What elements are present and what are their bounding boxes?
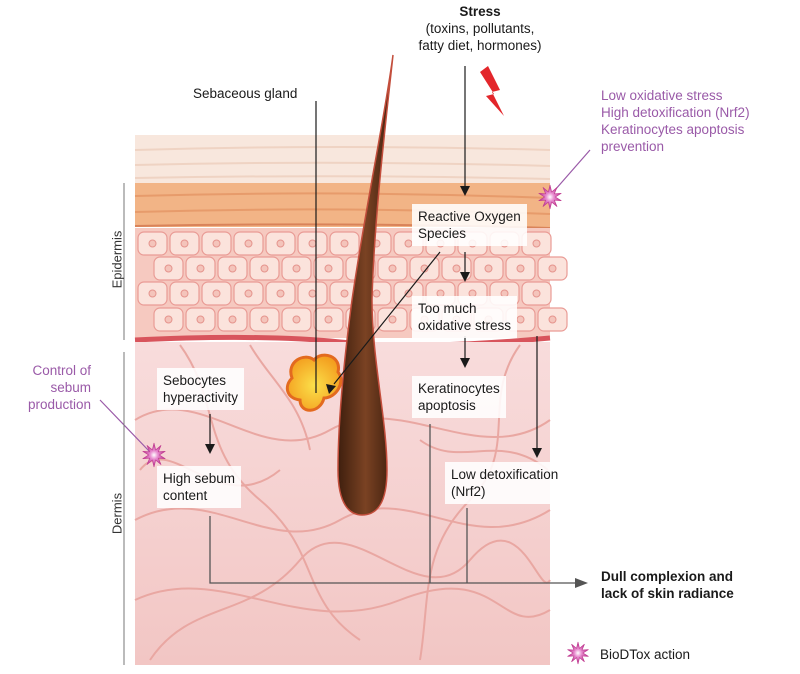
high-sebum-line-1: High sebum: [163, 471, 236, 486]
ros-line-1: Reactive Oxygen: [418, 209, 521, 224]
stress-detail-line-1: (toxins, pollutants,: [425, 21, 535, 36]
oxidative-line-2: oxidative stress: [418, 318, 512, 333]
starburst-icon: [142, 442, 166, 468]
cell-nucleus: [260, 315, 269, 324]
action-top-line-3: Keratinocytes apoptosis: [601, 122, 745, 137]
sebaceous-gland-shape: [285, 353, 343, 412]
epidermis-label: Epidermis: [109, 230, 125, 289]
cell-nucleus: [308, 289, 317, 298]
cell-nucleus: [292, 315, 301, 324]
low-detox-box: Low detoxification (Nrf2): [445, 462, 565, 504]
kera-line-2: apoptosis: [418, 398, 476, 413]
collagen-fiber: [134, 408, 551, 442]
starburst-icon: [567, 641, 589, 665]
keratinocytes-apoptosis-box: Keratinocytes apoptosis: [412, 376, 506, 418]
cell-nucleus: [164, 264, 173, 273]
cell-nucleus: [372, 289, 381, 298]
cell-nucleus: [532, 289, 541, 298]
cell-nucleus: [388, 315, 397, 324]
outcome-line-2: lack of skin radiance: [601, 586, 734, 601]
cell-nucleus: [276, 289, 285, 298]
cell-nucleus: [292, 264, 301, 273]
action-left-line-1: Control of: [32, 363, 91, 378]
cell-nucleus: [212, 239, 221, 248]
cell-nucleus: [164, 315, 173, 324]
cell-nucleus: [196, 264, 205, 273]
lightning-bolt-icon: [480, 66, 504, 116]
legend-label: BioDTox action: [600, 647, 691, 662]
ros-box: Reactive Oxygen Species: [412, 204, 527, 246]
seb-hyper-line-2: hyperactivity: [163, 390, 239, 405]
cell-nucleus: [148, 239, 157, 248]
cell-nucleus: [180, 239, 189, 248]
starburst-icon: [538, 184, 562, 210]
stress-detail-line-2: fatty diet, hormones): [418, 38, 542, 53]
sebocytes-hyperactivity-box: Sebocytes hyperactivity: [157, 368, 245, 410]
cell-nucleus: [548, 264, 557, 273]
kera-line-1: Keratinocytes: [418, 381, 500, 396]
cell-nucleus: [180, 289, 189, 298]
lowdetox-line-2: (Nrf2): [451, 484, 486, 499]
oxidative-line-1: Too much: [418, 301, 477, 316]
action-left-line-3: production: [27, 397, 91, 412]
cell-nucleus: [228, 315, 237, 324]
cell-nucleus: [532, 239, 541, 248]
collagen-fiber: [134, 587, 551, 618]
lowdetox-line-1: Low detoxification: [451, 467, 559, 482]
cell-nucleus: [548, 315, 557, 324]
cell-nucleus: [260, 264, 269, 273]
cell-nucleus: [516, 315, 525, 324]
cell-nucleus: [404, 289, 413, 298]
ros-line-2: Species: [418, 226, 467, 241]
cell-nucleus: [276, 239, 285, 248]
cell-nucleus: [244, 289, 253, 298]
cell-nucleus: [244, 239, 253, 248]
action-top-line-4: prevention: [601, 139, 665, 154]
action-left-line-2: sebum: [50, 380, 91, 395]
outcome-line-1: Dull complexion and: [601, 569, 734, 584]
oxidative-stress-box: Too much oxidative stress: [412, 296, 518, 338]
action-top-line-1: Low oxidative stress: [601, 88, 723, 103]
hair-shaft: [337, 54, 394, 516]
collagen-fiber: [419, 439, 549, 471]
cell-nucleus: [324, 315, 333, 324]
action-top-line-2: High detoxification (Nrf2): [601, 105, 750, 120]
seb-hyper-line-1: Sebocytes: [163, 373, 227, 388]
cell-nucleus: [340, 289, 349, 298]
cell-nucleus: [324, 264, 333, 273]
cell-nucleus: [388, 264, 397, 273]
high-sebum-box: High sebum content: [157, 466, 242, 508]
cell-nucleus: [404, 239, 413, 248]
cell-nucleus: [212, 289, 221, 298]
collagen-fiber: [249, 344, 311, 451]
high-sebum-line-2: content: [163, 488, 208, 503]
cell-nucleus: [484, 264, 493, 273]
cell-nucleus: [516, 264, 525, 273]
stress-title: Stress: [459, 4, 501, 19]
sebaceous-gland-label: Sebaceous gland: [193, 86, 298, 101]
collagen-fiber: [149, 539, 551, 661]
cell-nucleus: [196, 315, 205, 324]
cell-nucleus: [148, 289, 157, 298]
cell-nucleus: [228, 264, 237, 273]
cell-nucleus: [308, 239, 317, 248]
stratum-corneum: [135, 135, 550, 183]
dermis-label: Dermis: [109, 492, 125, 535]
cell-nucleus: [452, 264, 461, 273]
cell-nucleus: [340, 239, 349, 248]
collagen-fiber: [134, 507, 551, 533]
